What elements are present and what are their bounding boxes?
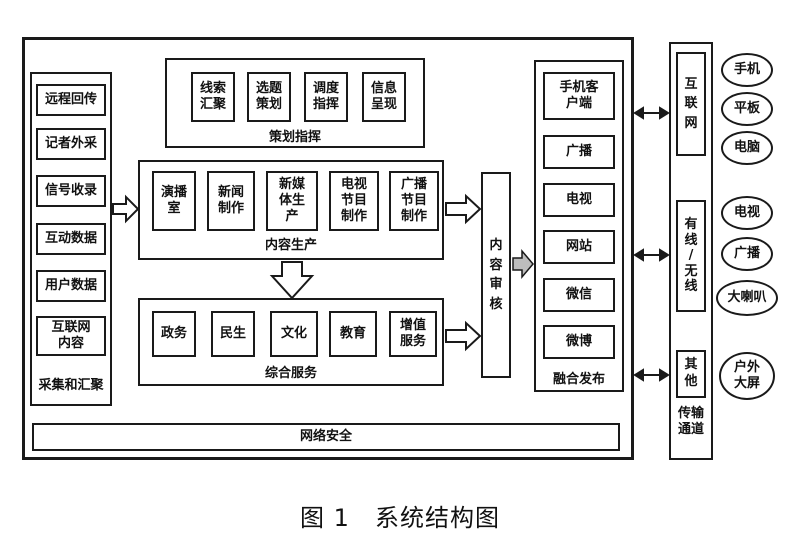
planning-item: 调度 指挥 (304, 72, 348, 122)
collection-item: 记者外采 (36, 128, 106, 160)
terminal-circle: 电脑 (721, 131, 773, 165)
publish-item: 微博 (543, 325, 615, 359)
channel-item: 其 他 (676, 350, 706, 398)
network-security-bar: 网络安全 (32, 423, 620, 451)
terminal-circle: 手机 (721, 53, 773, 87)
service-item: 教育 (329, 311, 377, 357)
production-item: 广播 节目 制作 (389, 171, 439, 231)
terminal-circle: 电视 (721, 196, 773, 230)
services-title: 综合服务 (264, 366, 317, 381)
production-item: 电视 节目 制作 (329, 171, 379, 231)
publish-item: 微信 (543, 278, 615, 312)
planning-item: 线索 汇聚 (191, 72, 235, 122)
service-item: 民生 (211, 311, 255, 357)
service-item: 文化 (270, 311, 318, 357)
publish-item: 手机客 户端 (543, 72, 615, 120)
collection-item: 互联网 内容 (36, 316, 106, 356)
figure-caption: 图 1 系统结构图 (300, 504, 500, 532)
planning-item: 信息 呈现 (362, 72, 406, 122)
planning-item: 选题 策划 (247, 72, 291, 122)
collection-title: 采集和汇聚 (38, 378, 104, 393)
content-review-box: 内 容 审 核 (481, 172, 511, 378)
collection-item: 互动数据 (36, 223, 106, 255)
publish-title: 融合发布 (552, 372, 605, 387)
production-item: 新媒 体生 产 (266, 171, 318, 231)
channel-item: 互 联 网 (676, 52, 706, 156)
production-item: 新闻 制作 (207, 171, 255, 231)
publish-item: 广播 (543, 135, 615, 169)
service-item: 政务 (152, 311, 196, 357)
production-item: 演播 室 (152, 171, 196, 231)
collection-item: 信号收录 (36, 175, 106, 207)
collection-item: 远程回传 (36, 84, 106, 116)
service-item: 增值 服务 (389, 311, 437, 357)
channel-item: 有 线 / 无 线 (676, 200, 706, 312)
terminal-circle: 平板 (721, 92, 773, 126)
collection-item: 用户数据 (36, 270, 106, 302)
channel-title: 传输 通道 (677, 406, 704, 438)
planning-title: 策划指挥 (268, 130, 321, 145)
production-title: 内容生产 (264, 238, 317, 253)
terminal-circle: 广播 (721, 237, 773, 271)
terminal-circle: 户外 大屏 (719, 352, 775, 400)
publish-item: 电视 (543, 183, 615, 217)
terminal-circle: 大喇叭 (716, 280, 778, 316)
publish-item: 网站 (543, 230, 615, 264)
